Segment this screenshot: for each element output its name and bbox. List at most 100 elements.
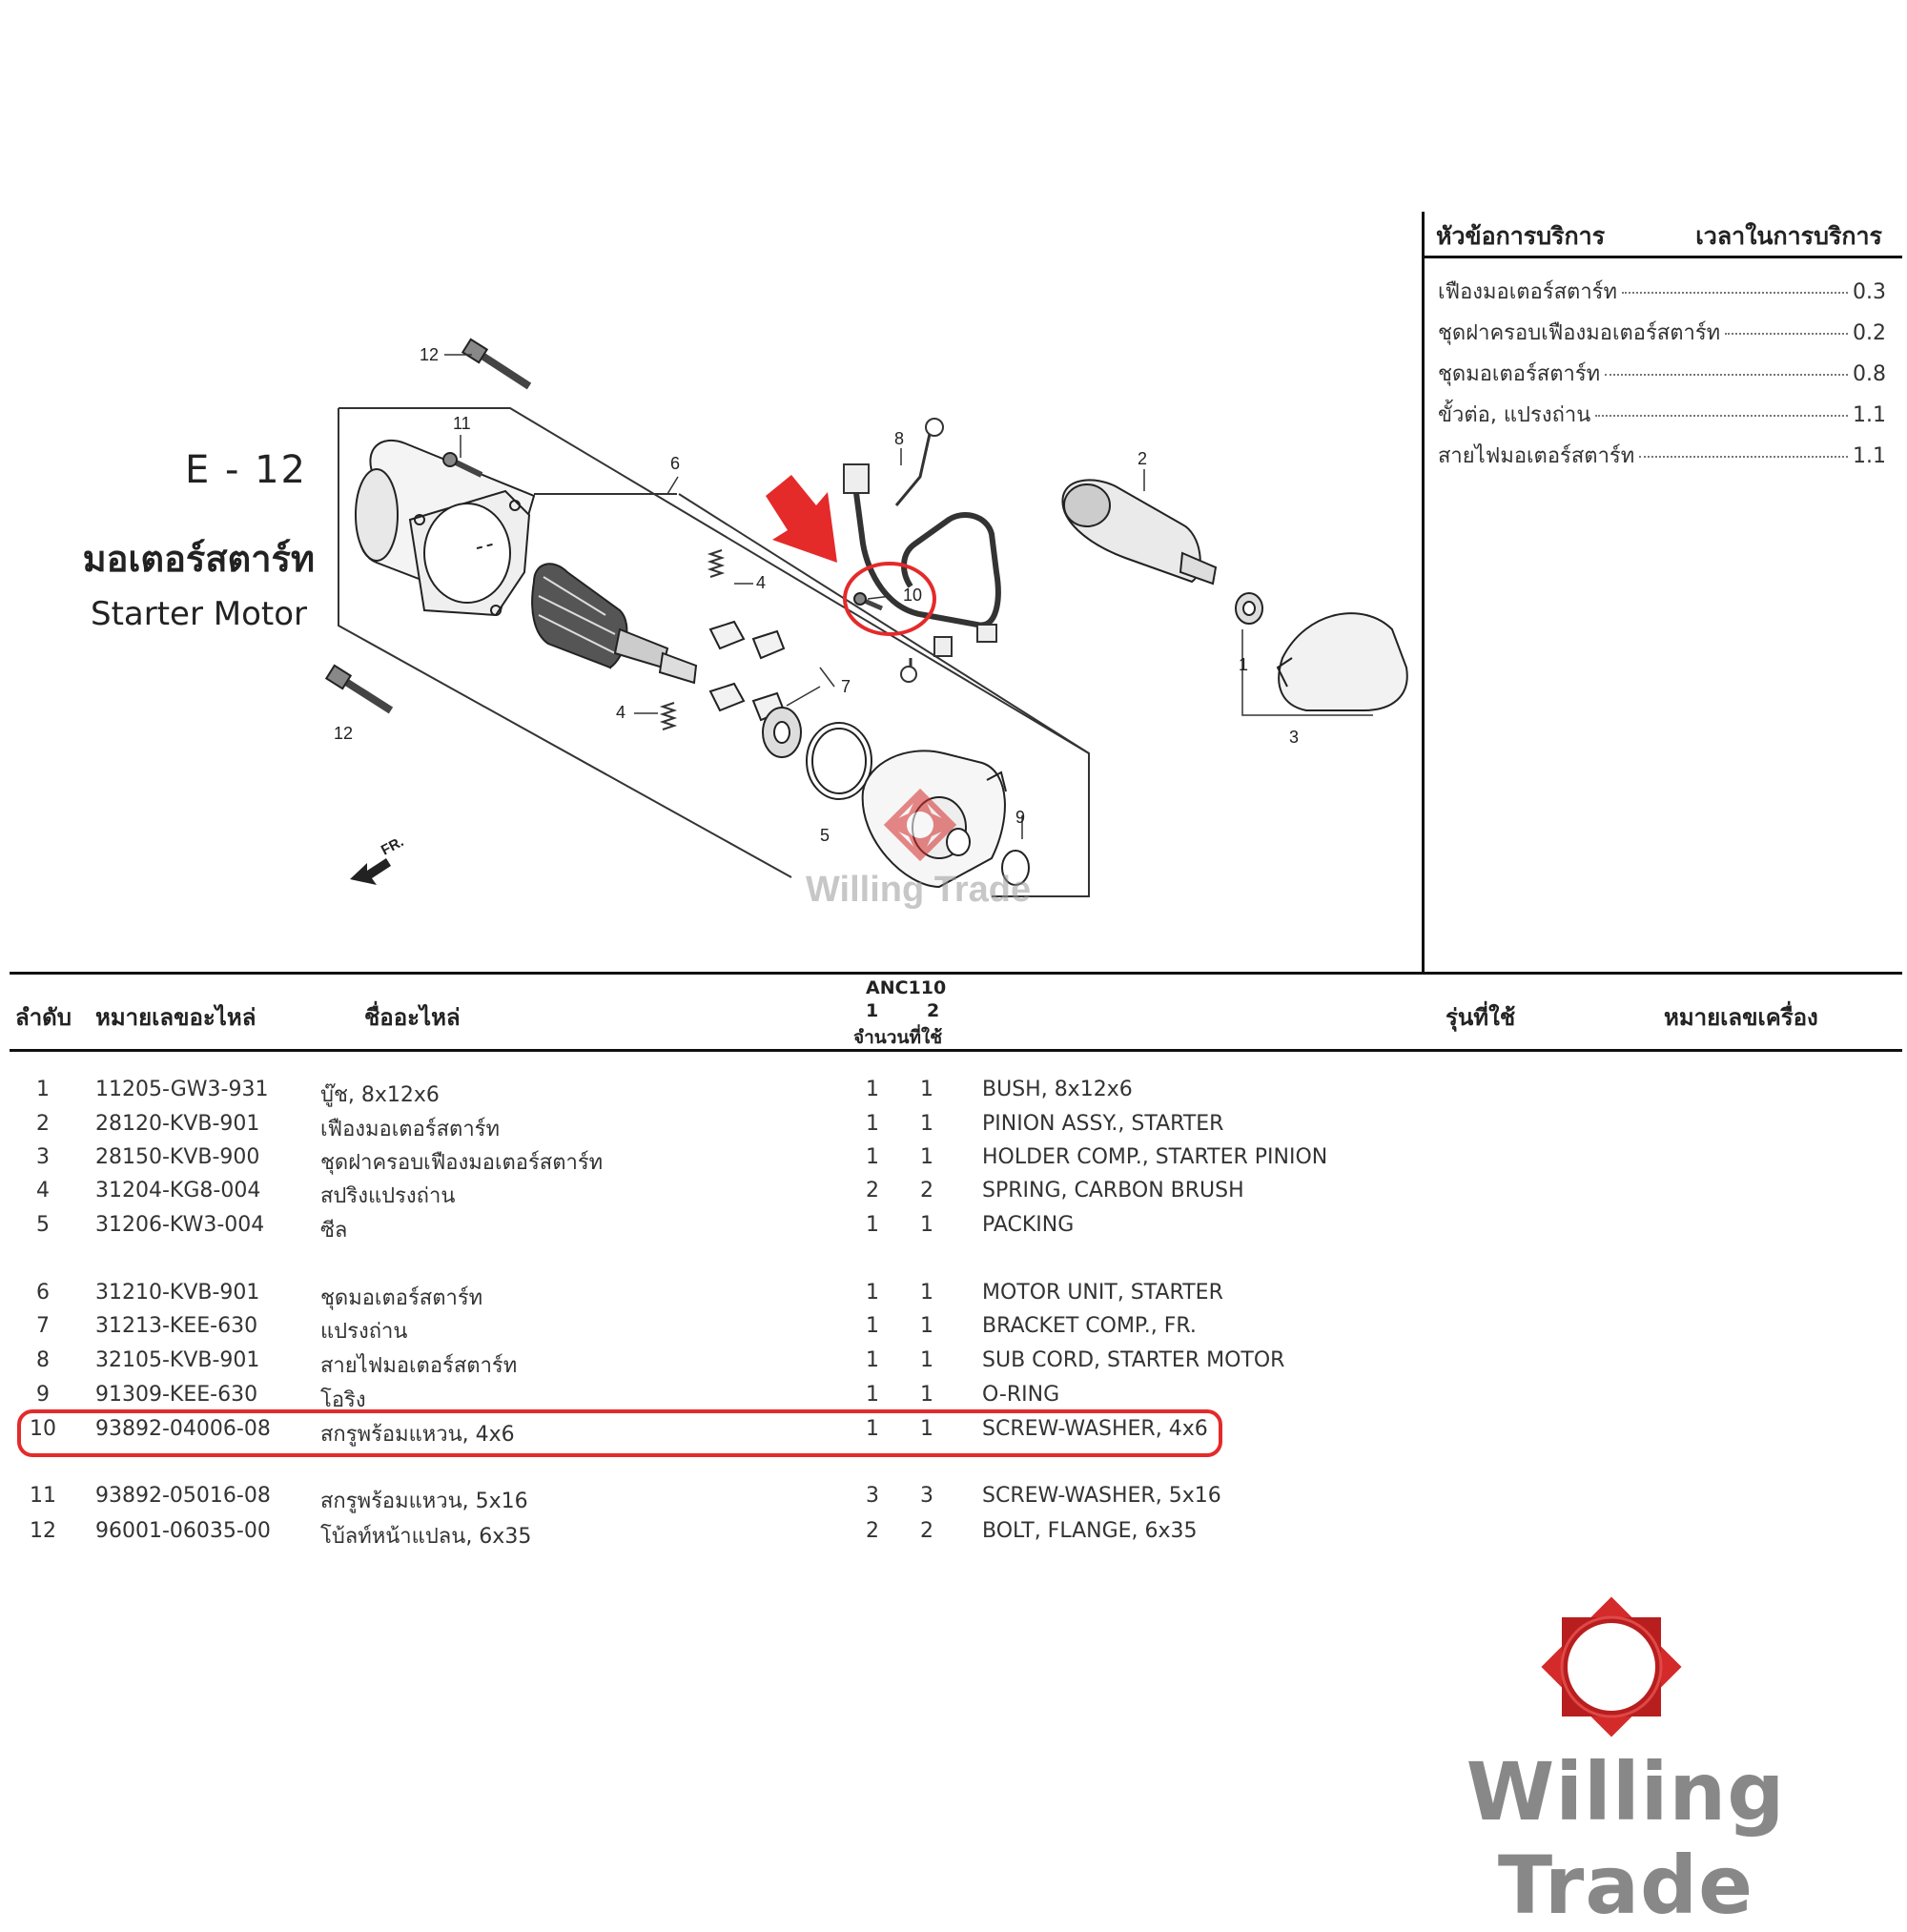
row-name-english: BUSH, 8x12x6 xyxy=(982,1078,1133,1101)
row-name-english: O-RING xyxy=(982,1383,1060,1407)
row-qty-1: 2 xyxy=(866,1519,879,1543)
service-item-label: เฟืองมอเตอร์สตาร์ท xyxy=(1438,280,1617,304)
row-no: 1 xyxy=(36,1078,50,1101)
row-name-thai: สายไฟมอเตอร์สตาร์ท xyxy=(320,1354,518,1378)
service-item-time: 0.8 xyxy=(1853,362,1886,386)
highlighted-row-outline xyxy=(17,1409,1222,1457)
table-row: 12 96001-06035-00 โบ้ลท์หน้าแปลน, 6x35 2… xyxy=(0,1519,1907,1552)
row-part-no: 31206-KW3-004 xyxy=(95,1213,265,1237)
table-row: 11 93892-05016-08 สกรูพร้อมแหวน, 5x16 3 … xyxy=(0,1484,1907,1516)
callout-7: 7 xyxy=(841,677,851,696)
leader-lines xyxy=(444,354,1373,839)
assembly-frame xyxy=(338,407,1090,897)
service-item-label: ขั้วต่อ, แปรงถ่าน xyxy=(1438,403,1591,427)
row-part-no: 31204-KG8-004 xyxy=(95,1179,261,1202)
service-header-time: เวลาในการบริการ xyxy=(1695,222,1882,250)
header-engine-no: หมายเลขเครื่อง xyxy=(1664,1004,1818,1031)
direction-label: FR. xyxy=(379,833,406,858)
row-qty-2: 1 xyxy=(920,1145,933,1169)
brand-logo-text: Willing Trade xyxy=(1466,1745,1786,1932)
row-qty-2: 1 xyxy=(920,1281,933,1305)
row-name-thai: โอริง xyxy=(320,1388,366,1412)
table-header-rule xyxy=(10,1049,1902,1052)
row-no: 2 xyxy=(36,1112,50,1136)
row-name-thai: สกรูพร้อมแหวน, 5x16 xyxy=(320,1490,528,1513)
service-item-time: 1.1 xyxy=(1853,403,1886,427)
row-part-no: 31213-KEE-630 xyxy=(95,1314,258,1338)
header-model: ANC110 xyxy=(866,977,947,998)
table-row: 7 31213-KEE-630 แปรงถ่าน 1 1 BRACKET COM… xyxy=(0,1314,1907,1346)
callout-11: 11 xyxy=(453,414,471,433)
brand-logo-mark xyxy=(1541,1596,1682,1737)
service-item-label: ชุดมอเตอร์สตาร์ท xyxy=(1438,362,1601,386)
row-name-thai: สปริงแปรงถ่าน xyxy=(320,1184,456,1208)
table-top-rule xyxy=(10,972,1902,975)
service-item-label: ชุดฝาครอบเฟืองมอเตอร์สตาร์ท xyxy=(1438,321,1721,345)
o-ring xyxy=(1001,850,1030,886)
callout-numbers: 12 11 6 4 4 7 5 8 10 2 1 3 9 12 xyxy=(334,345,1299,845)
row-name-thai: โบ้ลท์หน้าแปลน, 6x35 xyxy=(320,1525,532,1549)
row-no: 9 xyxy=(36,1383,50,1407)
row-no: 11 xyxy=(30,1484,56,1508)
row-part-no: 93892-04006-08 xyxy=(95,1417,271,1441)
row-name-thai: สกรูพร้อมแหวน, 4x6 xyxy=(320,1423,515,1447)
service-item: ชุดมอเตอร์สตาร์ท 0.8 xyxy=(1438,357,1886,398)
callout-1: 1 xyxy=(1239,655,1248,674)
table-row: 3 28150-KVB-900 ชุดฝาครอบเฟืองมอเตอร์สตา… xyxy=(0,1145,1907,1178)
row-name-english: SUB CORD, STARTER MOTOR xyxy=(982,1348,1285,1372)
starter-pinion xyxy=(1061,479,1218,586)
header-part-no: หมายเลขอะไหล่ xyxy=(95,1004,256,1031)
packing-ring xyxy=(806,722,872,800)
row-qty-2: 1 xyxy=(920,1213,933,1237)
row-name-english: BOLT, FLANGE, 6x35 xyxy=(982,1519,1198,1543)
row-name-english: PACKING xyxy=(982,1213,1075,1237)
brush-springs xyxy=(659,549,726,730)
sub-cord xyxy=(843,418,1001,683)
row-qty-2: 1 xyxy=(920,1383,933,1407)
exploded-diagram: 12 11 6 4 4 7 5 8 10 2 1 3 9 12 FR. Will… xyxy=(324,338,1408,910)
table-row: 5 31206-KW3-004 ซีล 1 1 PACKING xyxy=(0,1213,1907,1245)
row-qty-1: 1 xyxy=(866,1213,879,1237)
row-name-english: HOLDER COMP., STARTER PINION xyxy=(982,1145,1328,1169)
row-qty-1: 1 xyxy=(866,1383,879,1407)
row-name-thai: ซีล xyxy=(320,1219,348,1243)
service-item-label: สายไฟมอเตอร์สตาร์ท xyxy=(1438,444,1635,468)
front-direction-arrow: FR. xyxy=(350,833,406,885)
service-item-time: 0.2 xyxy=(1853,321,1886,345)
callout-6: 6 xyxy=(670,454,680,473)
row-qty-2: 1 xyxy=(920,1348,933,1372)
table-row-highlighted: 10 93892-04006-08 สกรูพร้อมแหวน, 4x6 1 1… xyxy=(0,1417,1907,1449)
row-qty-2: 1 xyxy=(920,1417,933,1441)
row-no: 10 xyxy=(30,1417,56,1441)
row-no: 6 xyxy=(36,1281,50,1305)
row-part-no: 93892-05016-08 xyxy=(95,1484,271,1508)
row-name-thai: บู๊ช, 8x12x6 xyxy=(320,1083,440,1107)
section-title-english: Starter Motor xyxy=(90,595,307,633)
armature xyxy=(531,563,698,685)
row-name-english: SPRING, CARBON BRUSH xyxy=(982,1179,1244,1202)
row-part-no: 91309-KEE-630 xyxy=(95,1383,258,1407)
callout-10: 10 xyxy=(903,586,922,605)
table-row: 2 28120-KVB-901 เฟืองมอเตอร์สตาร์ท 1 1 P… xyxy=(0,1112,1907,1144)
row-name-english: MOTOR UNIT, STARTER xyxy=(982,1281,1223,1305)
row-qty-2: 1 xyxy=(920,1314,933,1338)
row-no: 5 xyxy=(36,1213,50,1237)
service-item: ขั้วต่อ, แปรงถ่าน 1.1 xyxy=(1438,398,1886,439)
service-box-divider xyxy=(1422,212,1425,975)
motor-body xyxy=(355,439,536,617)
callout-8: 8 xyxy=(894,429,904,448)
row-qty-1: 1 xyxy=(866,1281,879,1305)
row-name-english: PINION ASSY., STARTER xyxy=(982,1112,1224,1136)
row-name-english: SCREW-WASHER, 4x6 xyxy=(982,1417,1208,1441)
row-qty-1: 2 xyxy=(866,1179,879,1202)
row-qty-1: 3 xyxy=(866,1484,879,1508)
callout-3: 3 xyxy=(1289,728,1299,747)
service-item-time: 1.1 xyxy=(1853,444,1886,468)
row-no: 12 xyxy=(30,1519,56,1543)
header-name: ชื่ออะไหล่ xyxy=(364,1004,461,1031)
row-name-thai: ชุดฝาครอบเฟืองมอเตอร์สตาร์ท xyxy=(320,1151,604,1175)
row-qty-2: 1 xyxy=(920,1078,933,1101)
row-qty-1: 1 xyxy=(866,1348,879,1372)
header-applicable-model: รุ่นที่ใช้ xyxy=(1446,1004,1516,1031)
row-part-no: 28120-KVB-901 xyxy=(95,1112,260,1136)
